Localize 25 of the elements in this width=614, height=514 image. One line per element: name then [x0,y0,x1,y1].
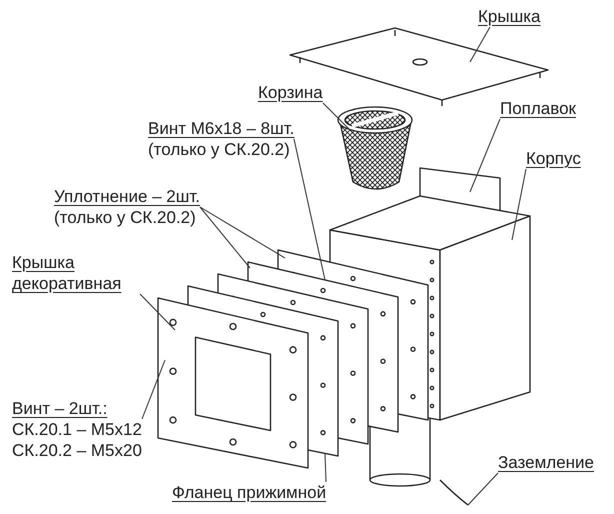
part-label: СК.20.1 – M5x12 [12,419,142,440]
part-label: Заземление [498,452,594,473]
part-label: Винт M6x18 – 8шт. [148,118,294,139]
part-label: Корпус [526,148,581,169]
leader-line [512,168,526,240]
leader-line [470,118,500,192]
leader-line [200,206,286,258]
part-label: Уплотнение – 2шт. [54,186,200,207]
leader-line [140,294,176,330]
part-label: Крышка [478,6,540,27]
leader-line [200,206,250,268]
leader-line [322,102,360,140]
leader-line [294,138,326,280]
part-label: Крышка декоративная [12,252,122,294]
leader-line [324,452,326,482]
part-label: Корзина [258,82,323,103]
part-label: Винт – 2шт.: [12,398,108,419]
part-label: (только у СК.20.2) [148,139,291,160]
part-label: (только у СК.20.2) [54,207,197,228]
part-label: Фланец прижимной [172,482,326,503]
part-label: Поплавок [500,98,576,119]
leader-line [470,26,490,62]
leader-line [142,360,166,420]
part-label: СК.20.2 – M5x20 [12,440,142,461]
leader-line [468,472,498,506]
